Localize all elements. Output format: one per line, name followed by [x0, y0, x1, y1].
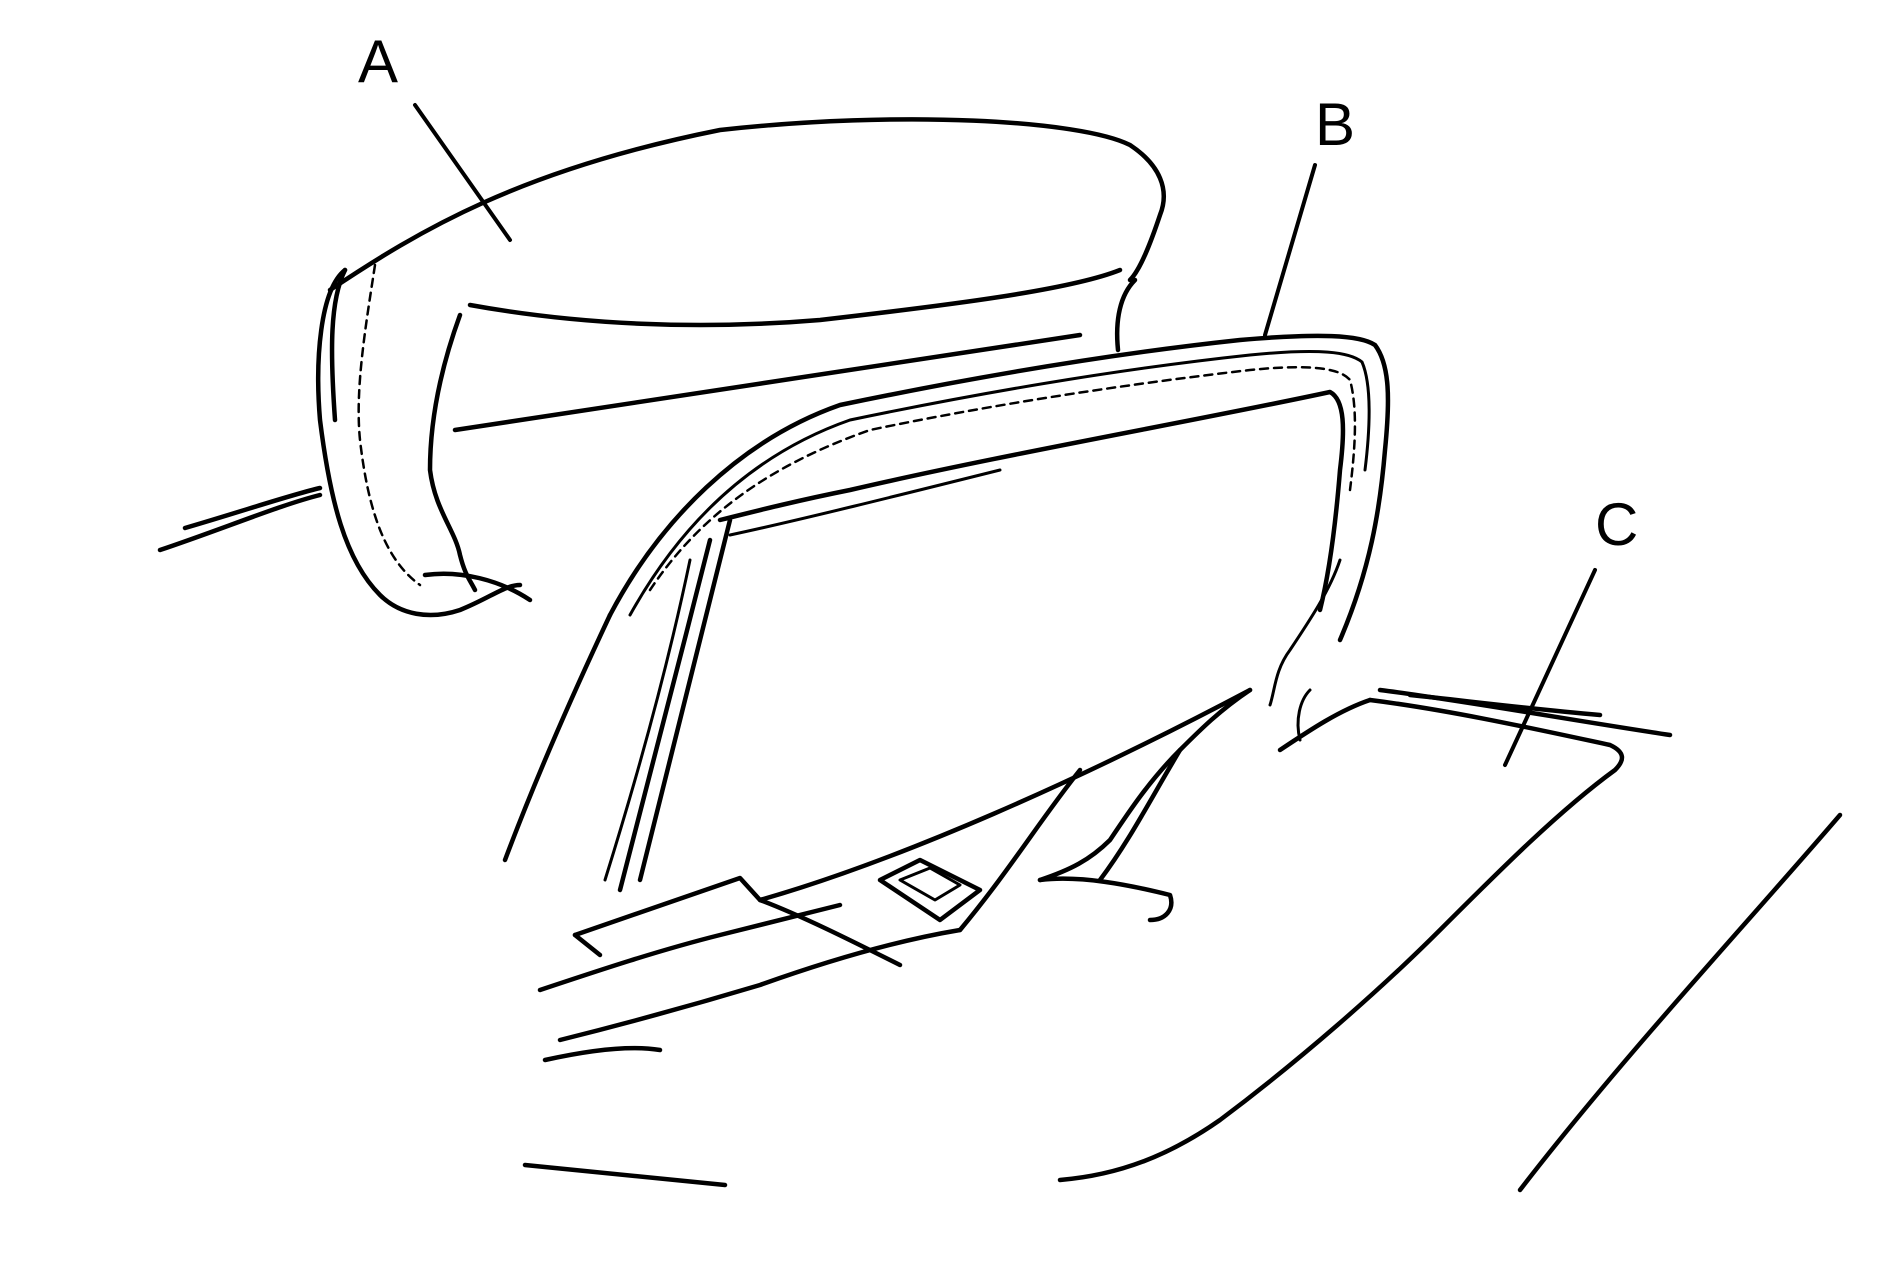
- storage-lid-part-c: [522, 687, 1843, 1193]
- leader-line-b: [1263, 163, 1317, 337]
- callout-label-c: C: [1595, 491, 1638, 558]
- headrest-part-a: [157, 117, 1166, 618]
- roof-frame-part-b: [502, 333, 1391, 958]
- callout-label-b: B: [1315, 91, 1355, 158]
- leader-line-c: [1503, 568, 1597, 767]
- leader-line-a: [413, 103, 512, 242]
- callout-label-a: A: [358, 28, 398, 95]
- leader-lines: [413, 103, 1597, 767]
